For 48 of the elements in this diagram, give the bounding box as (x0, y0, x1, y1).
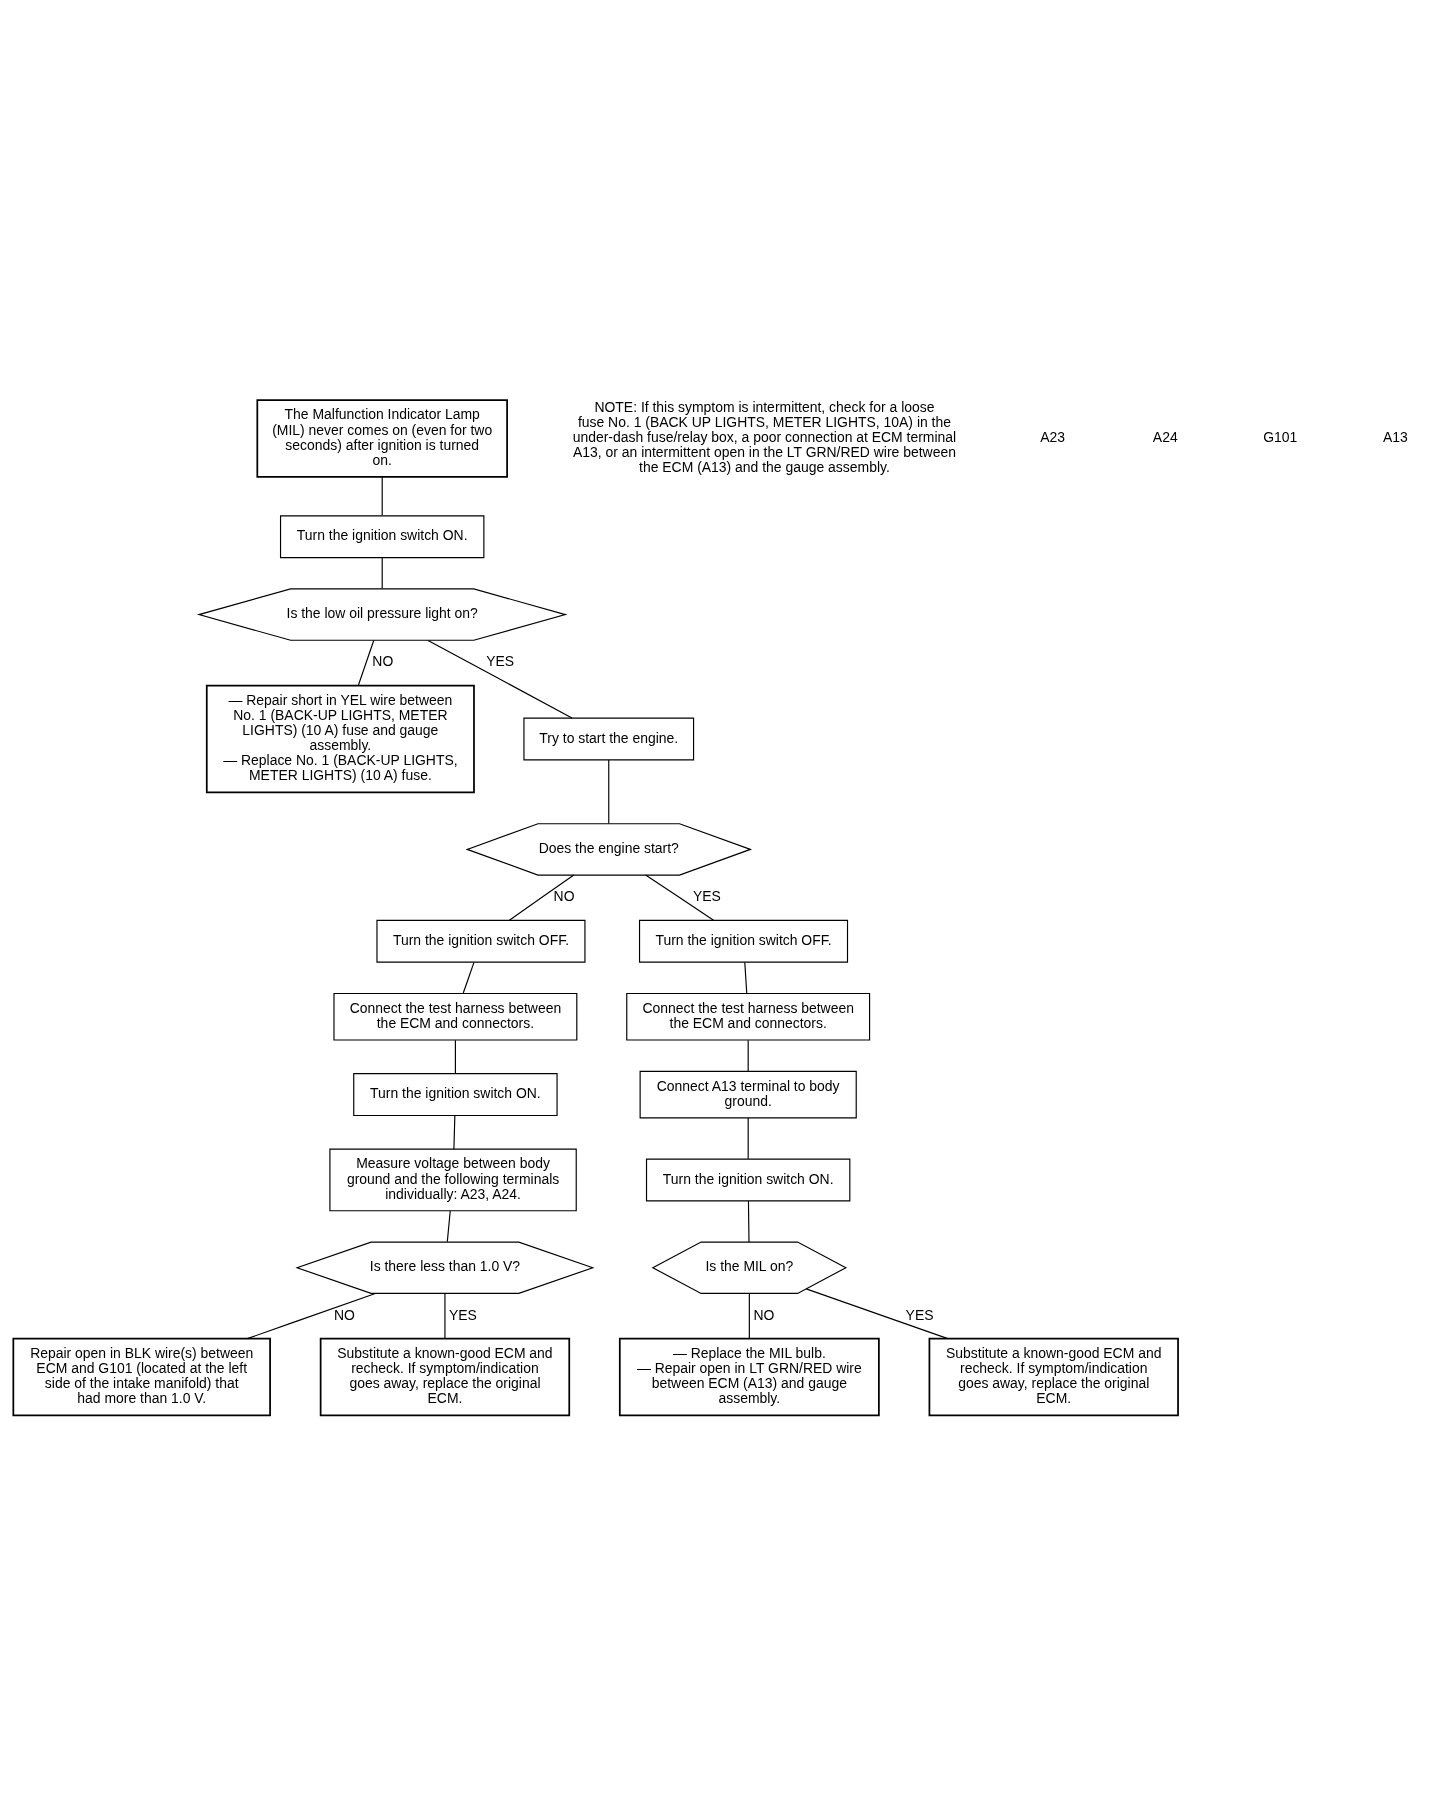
edge-label: NO (333, 1306, 355, 1323)
node-box: — Repair short in YEL wire between No. 1 (BACK-UP LIGHTS, METER LIGHTS) (10 A) fuse and gauge assembly. — Replace No. 1 (BACK-UP LIGHTS, METER LIGHTS) (10 A) fuse. (205, 684, 475, 794)
node-box: Try to start the engine. (523, 717, 695, 761)
edge-label: NO (553, 888, 575, 905)
connector (453, 1115, 456, 1150)
node-box: Repair open in BLK wire(s) between ECM and G101 (located at the left side of the intake manifold) that had more than 1.0 V. (12, 1337, 271, 1417)
connector (744, 961, 748, 994)
node-box: Turn the ignition switch ON. (279, 515, 485, 559)
node-box: Turn the ignition switch ON. (353, 1073, 558, 1117)
connector (747, 1200, 750, 1243)
connector (381, 557, 383, 590)
edge-label: NO (372, 653, 394, 670)
connector (747, 1039, 749, 1072)
node-box: Turn the ignition switch OFF. (638, 919, 849, 963)
edge-label: YES (449, 1306, 477, 1323)
connector (462, 961, 475, 994)
connector (357, 639, 375, 686)
connector (608, 759, 610, 825)
label: A13 (1382, 429, 1408, 446)
node-box: Connect the test harness between the ECM and connectors. (333, 992, 578, 1041)
connector (747, 1117, 749, 1160)
connector (381, 476, 383, 516)
node-box: Connect A13 terminal to body ground. (639, 1070, 857, 1119)
connector (427, 639, 573, 719)
edge-label: NO (753, 1306, 775, 1323)
connector (508, 874, 575, 921)
connector (454, 1039, 456, 1075)
label: G101 (1263, 429, 1298, 446)
label: A23 (1040, 429, 1065, 446)
node-box: Measure voltage between body ground and the following terminals individually: A23, A24. (329, 1148, 577, 1212)
edge-label: YES (905, 1306, 934, 1323)
node-box: Turn the ignition switch ON. (645, 1158, 851, 1202)
connector (446, 1210, 451, 1243)
node-box: Substitute a known-good ECM and recheck. If symptom/indication goes away, replace the original ECM. (319, 1337, 571, 1417)
connector (645, 874, 715, 921)
edge-label: YES (486, 653, 515, 670)
label: NOTE: If this symptom is intermittent, check for a loose fuse No. 1 (BACK UP LIGHTS, METER LIGHTS, 10A) in the under-dash fuse/relay box, a poor connection at ECM terminal A13, or an intermittent open in the LT GRN/RED wire between the ECM (A13) and the gauge assembly. (572, 398, 957, 476)
label: A24 (1152, 429, 1178, 446)
edge-label: YES (692, 888, 721, 905)
connector (748, 1293, 750, 1340)
connector (805, 1288, 949, 1340)
node-box: Connect the test harness between the ECM and connectors. (626, 992, 871, 1041)
node-box: Substitute a known-good ECM and recheck. If symptom/indication goes away, replace the original ECM. (928, 1337, 1179, 1417)
node-box: The Malfunction Indicator Lamp (MIL) never comes on (even for two seconds) after ignition is turned on. (256, 399, 508, 478)
connector (444, 1293, 446, 1340)
node-box: — Replace the MIL bulb. — Repair open in LT GRN/RED wire between ECM (A13) and gauge assembly. (618, 1337, 880, 1417)
connector (246, 1292, 376, 1340)
node-box: Turn the ignition switch OFF. (376, 919, 586, 963)
